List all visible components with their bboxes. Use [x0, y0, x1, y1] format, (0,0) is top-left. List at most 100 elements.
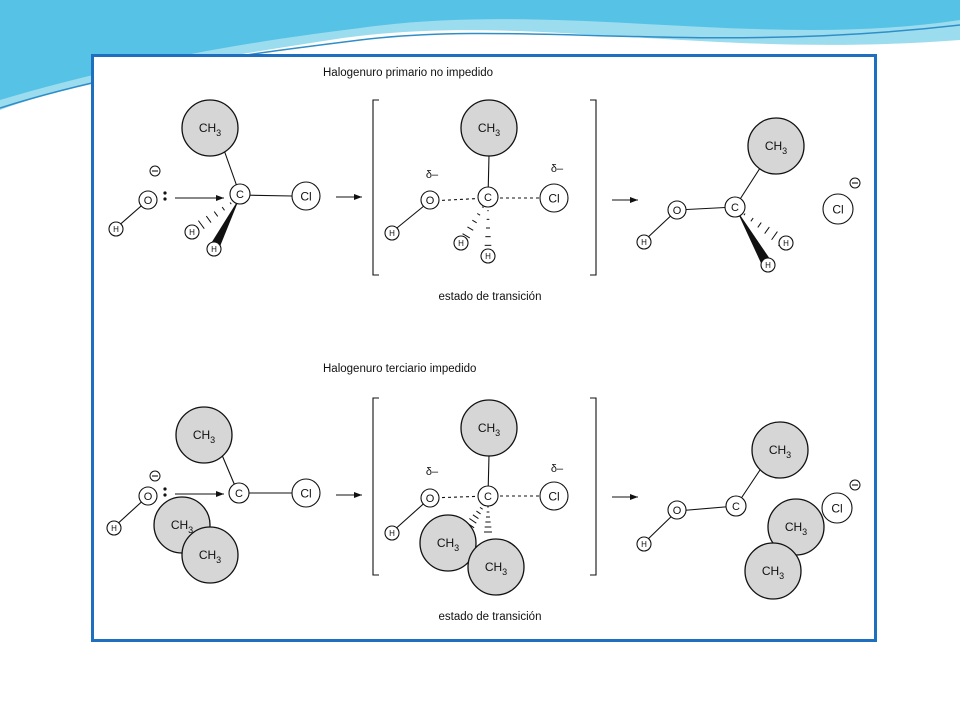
top-r-hash-bond-hash-2: [221, 206, 225, 211]
bottom-r-chlorine-label: Cl: [300, 486, 311, 500]
top-r-h-2-label: H: [211, 245, 217, 254]
top-r-h-1-circle: [184, 224, 200, 240]
top-r-hash-bond-hash-3: [213, 211, 219, 217]
top-ts-hash-bond-hash-5: [462, 233, 471, 239]
bottom-ts-methyl-front-label: CH3: [485, 560, 507, 577]
top-ts-oxygen-circle: [420, 190, 440, 210]
bottom-p-methyl-top-subscript: 3: [786, 450, 791, 460]
bottom-r-methyl-front-circle: [181, 526, 239, 584]
top-r-h-2-circle: [206, 241, 222, 257]
bottom-reaction-arrow-1-head: [354, 492, 362, 498]
bottom-panel-caption: estado de transición: [439, 611, 542, 623]
bottom-p-methyl-front-circle: [744, 542, 802, 600]
bottom-ts-carbon-label: C: [484, 491, 492, 503]
bottom-ts-methyl-top-subscript: 3: [495, 428, 500, 438]
bottom-r-methyl-top-label: CH3: [193, 428, 215, 445]
bottom-r-methyl-front-subscript: 3: [216, 555, 221, 565]
top-ts-carbon-label: C: [484, 192, 492, 204]
top-ts-h-2-label: H: [485, 252, 491, 261]
top-r-h-oh-label: H: [113, 225, 119, 234]
bottom-r-methyl-front-label: CH3: [199, 548, 221, 565]
bottom-r-methyl-top-circle: [175, 406, 233, 464]
bottom-ts-methyl-back-label: CH3: [437, 536, 459, 553]
bottom-panel-title: Halogenuro terciario impedido: [323, 363, 476, 375]
bottom-p-carbon-circle: [725, 495, 747, 517]
top-ts-bracket-left: [372, 99, 379, 276]
bottom-ts-hash-bond-hash-5: [469, 518, 477, 524]
bottom-r-oxygen-circle: [138, 486, 158, 506]
top-r-methyl-label: CH3: [199, 121, 221, 138]
bottom-reaction-arrow-2-head: [630, 494, 638, 500]
bottom-p-chloride-charge-circle: [849, 479, 861, 491]
bottom-ts-chlorine-label: Cl: [548, 489, 559, 503]
top-p-h-2-circle: [760, 257, 776, 273]
top-r-hash-bond-hash-4: [205, 215, 212, 223]
bottom-ts-delta-cl: δ–: [551, 463, 564, 475]
top-panel-title: Halogenuro primario no impedido: [323, 67, 493, 79]
top-p-h-oh-circle: [636, 234, 652, 250]
bottom-ts-methyl-front-circle: [467, 538, 525, 596]
bottom-ts-delta-o: δ–: [426, 466, 439, 478]
bottom-r-charge-circle: [149, 470, 161, 482]
bottom-ts-h-oh-circle: [384, 525, 400, 541]
bottom-p-chloride-label: Cl: [831, 501, 842, 515]
bottom-r-lonepair-dot1: [163, 487, 167, 491]
top-p-carbon-circle: [724, 196, 746, 218]
top-r-h-1-label: H: [189, 228, 195, 237]
top-r-lonepair-dot2: [163, 197, 167, 201]
top-ts-h-1-circle: [453, 235, 469, 251]
top-ts-methyl-subscript: 3: [495, 128, 500, 138]
top-p-h-oh-label: H: [641, 238, 647, 247]
bottom-ts-methyl-back-subscript: 3: [454, 543, 459, 553]
bottom-p-carbon-label: C: [732, 501, 740, 513]
bottom-r-carbon-circle: [228, 482, 250, 504]
bottom-ts-methyl-back-circle: [419, 514, 477, 572]
bottom-r-h-oh-label: H: [111, 524, 117, 533]
top-p-methyl-label: CH3: [765, 139, 787, 156]
top-ts-delta-cl: δ–: [551, 163, 564, 175]
header-swoosh-main: [0, 0, 960, 100]
top-ts-delta-o: δ–: [426, 169, 439, 181]
bottom-ts-hash-bond-hash-4: [472, 514, 479, 519]
top-ts-carbon-circle: [477, 186, 499, 208]
top-reaction-arrow-2-head: [630, 197, 638, 203]
bottom-ts-bracket-right: [590, 397, 597, 576]
top-r-hash-bond-hash-5: [197, 220, 205, 230]
top-reaction-arrow-1-head: [354, 194, 362, 200]
top-ts-methyl-circle: [460, 99, 518, 157]
top-ts-chlorine-circle: [539, 183, 569, 213]
top-p-chloride-circle: [822, 193, 854, 225]
bottom-p-h-oh-circle: [636, 536, 652, 552]
bottom-p-oxygen-circle: [667, 500, 687, 520]
top-r-wedge-bond: [209, 197, 240, 251]
top-r-methyl-subscript: 3: [216, 128, 221, 138]
top-p-h-1-circle: [778, 235, 794, 251]
bottom-r-oxygen-label: O: [144, 491, 153, 503]
bottom-ts-oxygen-label: O: [426, 493, 435, 505]
top-ts-chlorine-label: Cl: [548, 191, 559, 205]
bottom-ts-h-oh-label: H: [389, 529, 395, 538]
top-ts-hash-bond-hash-3: [472, 219, 477, 224]
top-p-methyl-subscript: 3: [782, 146, 787, 156]
bottom-ts-hash-bond-2: [484, 506, 492, 533]
top-ts-h-2-circle: [480, 248, 496, 264]
top-p-chloride-label: Cl: [832, 202, 843, 216]
top-p-methyl-circle: [747, 117, 805, 175]
top-ts-h-1-label: H: [458, 239, 464, 248]
bottom-p-chloride-circle: [821, 492, 853, 524]
top-r-oxygen-label: O: [144, 195, 153, 207]
top-r-methyl-circle: [181, 99, 239, 157]
bottom-ts-hash-bond-hash-2: [479, 506, 483, 510]
top-ts-methyl-label: CH3: [478, 121, 500, 138]
top-p-h-1-label: H: [783, 239, 789, 248]
top-p-hash-bond-hash-4: [764, 226, 770, 234]
top-r-charge-circle: [149, 165, 161, 177]
top-r-chlorine-circle: [291, 181, 321, 211]
top-r-hash-bond-hash-1: [229, 202, 232, 205]
bottom-ts-carbon-circle: [477, 485, 499, 507]
top-ts-hash-bond-2: [484, 210, 492, 255]
top-ts-hash-bond-hash-4: [467, 226, 474, 231]
top-ts-h-oh-label: H: [389, 229, 395, 238]
